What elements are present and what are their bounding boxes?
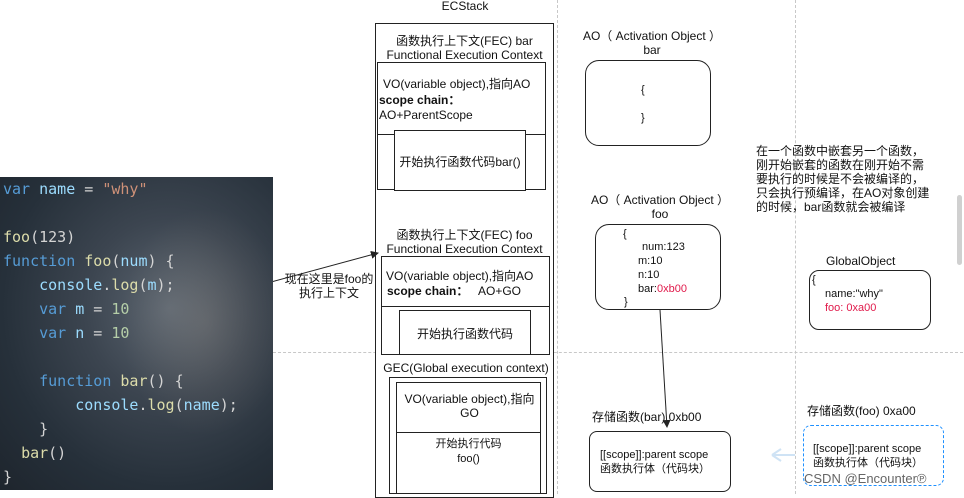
note-line-4: 只会执行预编译，在AO对象创建	[756, 186, 930, 200]
global-object-foo: foo: 0xa00	[825, 302, 877, 314]
ao-foo-open: {	[623, 228, 627, 240]
store-foo-box[interactable]: [[scope]]:parent scope 函数执行体（代码块）	[803, 425, 944, 486]
watermark: CSDN @Encounter℗	[804, 471, 927, 486]
fec-bar-subtitle: Functional Execution Context	[386, 48, 543, 62]
ao-foo-name: foo	[651, 207, 669, 221]
fec-foo-scope-value: AO+GO	[478, 284, 522, 298]
code-block: var name = "why" foo(123) function foo(n…	[3, 180, 238, 486]
fec-foo-exec-box: 开始执行函数代码	[399, 310, 531, 355]
gec-title: GEC(Global execution context)	[383, 361, 549, 375]
guide-vertical-1	[557, 0, 558, 494]
fec-bar-scope-value: AO+ParentScope	[379, 108, 473, 122]
scrollbar-thumb[interactable]	[957, 195, 962, 265]
fec-foo-subtitle: Functional Execution Context	[386, 242, 543, 256]
gec-exec-line1: 开始执行代码	[435, 438, 502, 450]
faint-arrow-icon	[771, 448, 795, 462]
ao-foo-bar-key: bar:	[638, 283, 657, 295]
fec-bar-exec-box: 开始执行函数代码bar()	[394, 130, 526, 191]
ao-bar-name: bar	[643, 43, 661, 57]
ao-bar-box: { }	[585, 60, 711, 146]
note-line-2: 刚开始嵌套的函数在刚开始不需	[756, 158, 925, 172]
store-foo-scope: [[scope]]:parent scope	[813, 443, 922, 455]
fec-bar-scope-label: scope chain：	[379, 93, 461, 107]
gec-inner: VO(variable object),指向GO 开始执行代码 foo()	[396, 382, 541, 494]
ao-foo-title: AO（ Activation Object ）	[590, 193, 730, 207]
ao-foo-m: m:10	[638, 255, 663, 267]
ao-bar-open: {	[641, 84, 645, 96]
store-bar-scope: [[scope]]:parent scope	[600, 449, 709, 461]
ao-bar-title: AO（ Activation Object ）	[582, 29, 722, 43]
fec-foo-exec: 开始执行函数代码	[416, 327, 513, 341]
note-line-1: 在一个函数中嵌套另一个函数，	[756, 144, 925, 158]
ao-foo-close: }	[624, 296, 628, 308]
fec-foo-divider	[381, 306, 550, 307]
global-object-title: GlobalObject	[826, 254, 896, 268]
ao-bar-close: }	[641, 112, 645, 124]
note-text: 在一个函数中嵌套另一个函数， 刚开始嵌套的函数在刚开始不需 要执行的时候是不会被…	[756, 144, 956, 214]
ao-foo-n: n:10	[638, 269, 660, 281]
gec-divider	[397, 432, 540, 433]
fec-bar-title: 函数执行上下文(FEC) bar	[396, 34, 533, 48]
fec-bar-vo-box: VO(variable object),指向AO scope chain： AO…	[378, 62, 547, 135]
code-background-photo	[120, 207, 273, 437]
global-object-open: {	[812, 274, 816, 286]
global-object-name: name:"why"	[825, 288, 883, 300]
store-bar-box: [[scope]]:parent scope 函数执行体（代码块）	[589, 431, 731, 492]
guide-vertical-2	[795, 0, 796, 494]
fec-foo-title: 函数执行上下文(FEC) foo	[396, 228, 533, 242]
ao-foo-box: { num:123 m:10 n:10 bar:0xb00 }	[595, 224, 721, 310]
ao-foo-bar-value: 0xb00	[656, 283, 687, 295]
fec-foo-vo: VO(variable object),指向AO	[386, 269, 534, 283]
global-object-box: { name:"why" foo: 0xa00	[809, 270, 931, 330]
fec-foo-scope-label: scope chain：	[387, 284, 469, 298]
fec-bar-exec: 开始执行函数代码bar()	[399, 155, 521, 169]
store-bar-title: 存储函数(bar) 0xb00	[592, 410, 702, 424]
gec-exec-line2: foo()	[457, 453, 480, 465]
arrow-ao-foo-to-store-bar	[659, 309, 671, 428]
store-foo-body: 函数执行体（代码块）	[813, 457, 923, 469]
store-foo-title: 存储函数(foo) 0xa00	[807, 404, 916, 418]
gec-vo: VO(variable object),指向GO	[404, 392, 535, 420]
note-line-3: 要执行的时候是不会被编译的，	[756, 172, 925, 186]
ao-foo-bar: bar:0xb00	[638, 283, 687, 296]
ao-foo-num: num:123	[642, 241, 685, 253]
fec-bar-vo: VO(variable object),指向AO	[383, 77, 531, 91]
guide-horizontal	[273, 352, 963, 353]
ecstack-title: ECStack	[441, 0, 489, 13]
note-line-5: 的时候，bar函数就会被编译	[756, 200, 906, 214]
code-panel: var name = "why" foo(123) function foo(n…	[0, 177, 273, 490]
store-bar-body: 函数执行体（代码块）	[600, 463, 710, 475]
